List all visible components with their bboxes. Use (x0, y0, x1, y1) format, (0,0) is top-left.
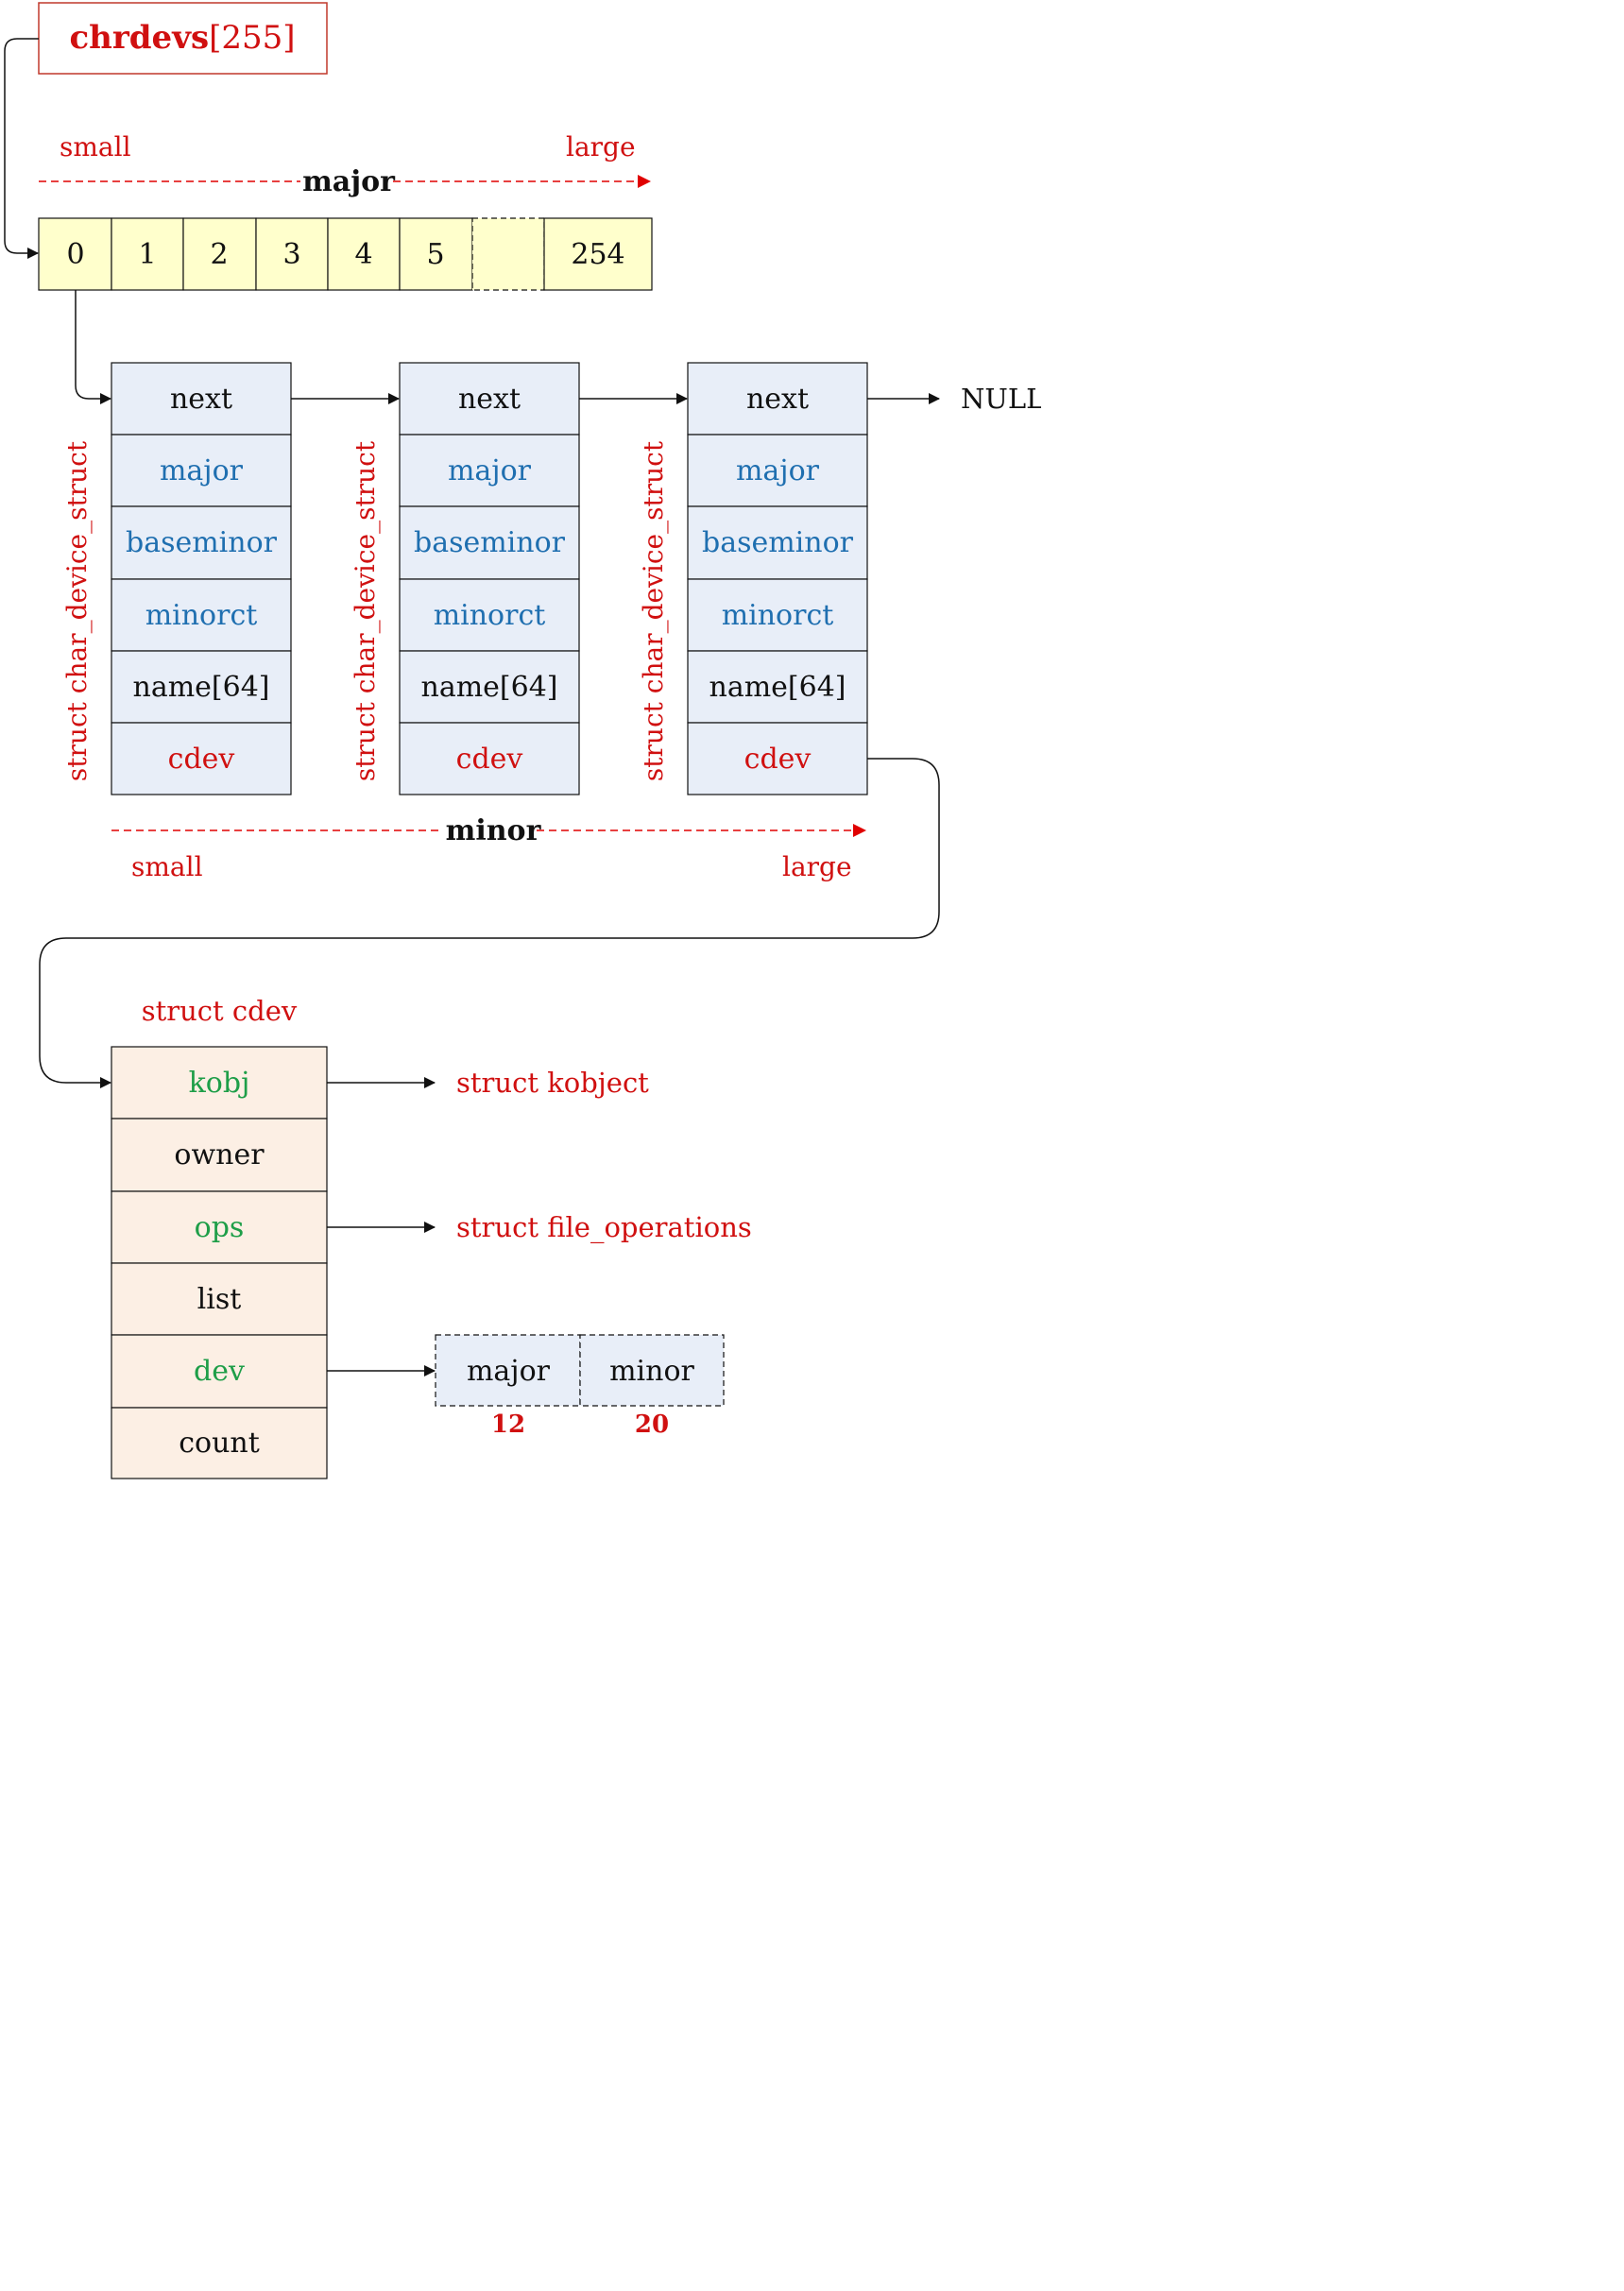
major-cell-text-0: 0 (66, 238, 84, 271)
cdev-title: struct cdev (142, 995, 298, 1027)
major-cell-2 (182, 217, 257, 291)
minor-large-label: large (782, 851, 852, 882)
s3-field-major: major (736, 454, 820, 487)
null-label: NULL (961, 383, 1041, 415)
cdev-field-owner: owner (174, 1138, 265, 1171)
major-cell-text-2: 2 (210, 238, 228, 271)
major-cell-text-1: 1 (138, 238, 156, 271)
cdev-field-dev: dev (194, 1355, 245, 1388)
major-cell-0 (38, 217, 112, 291)
struct-label-1: struct char_device_struct (61, 440, 93, 781)
dev-t-minor-bits: 20 (635, 1411, 669, 1439)
major-axis-label: major (302, 165, 396, 198)
chrdev-diagram: chrdevs[255] small large major 0 1 2 3 4… (4, 2, 1041, 1479)
cdev-field-kobj: kobj (189, 1067, 250, 1100)
char-device-struct-3: next major baseminor minorct name[64] cd… (687, 362, 868, 795)
major-cell-text-3: 3 (282, 238, 300, 271)
s2-field-name: name[64] (421, 671, 558, 704)
s2-field-major: major (448, 454, 532, 487)
s1-field-minorct: minorct (145, 599, 258, 632)
svg-text:chrdevs[255]: chrdevs[255] (69, 19, 295, 57)
s1-field-baseminor: baseminor (126, 526, 278, 559)
struct-label-2: struct char_device_struct (350, 440, 381, 781)
dev-t-box: major minor 12 20 (435, 1334, 725, 1439)
s3-field-cdev: cdev (744, 743, 812, 776)
kobject-label: struct kobject (456, 1067, 649, 1099)
minor-axis-label: minor (446, 814, 542, 847)
major-small-label: small (60, 131, 131, 162)
chrdevs-name: chrdevs (69, 19, 209, 57)
major-cell-text-4: 4 (354, 238, 372, 271)
s3-field-name: name[64] (709, 671, 846, 704)
minor-small-label: small (131, 851, 203, 882)
fops-label: struct file_operations (456, 1211, 752, 1244)
struct-label-3: struct char_device_struct (638, 440, 669, 781)
major-cell-text-5: 5 (426, 238, 444, 271)
s3-field-baseminor: baseminor (702, 526, 854, 559)
s1-field-cdev: cdev (168, 743, 235, 776)
chrdevs-box: chrdevs[255] (38, 2, 328, 75)
dev-t-major: major (467, 1355, 551, 1388)
cdev-field-list: list (197, 1283, 242, 1316)
cdev-struct: kobj owner ops list dev count (111, 1046, 328, 1479)
char-device-struct-2: next major baseminor minorct name[64] cd… (399, 362, 580, 795)
s2-field-cdev: cdev (456, 743, 523, 776)
s3-field-minorct: minorct (722, 599, 834, 632)
dev-t-minor: minor (609, 1355, 694, 1388)
dev-t-major-bits: 12 (491, 1411, 525, 1439)
major-cell-254 (543, 217, 653, 291)
chrdevs-pointer-arrow (4, 38, 39, 259)
major-cell-text-254: 254 (571, 238, 624, 271)
cdev-pointer-arrow (39, 758, 940, 1088)
cdev-field-ops: ops (195, 1211, 245, 1244)
major-large-label: large (566, 131, 636, 162)
s2-field-minorct: minorct (434, 599, 546, 632)
major-cell-3 (255, 217, 329, 291)
s1-field-name: name[64] (133, 671, 270, 704)
major-cell-4 (327, 217, 401, 291)
major-cell-5 (399, 217, 473, 291)
char-device-struct-1: next major baseminor minorct name[64] cd… (111, 362, 292, 795)
major-array: 0 1 2 3 4 5 254 (38, 217, 653, 291)
major-cell-ellipsis (471, 217, 545, 291)
s2-field-next: next (458, 383, 521, 416)
s1-field-next: next (170, 383, 232, 416)
s3-field-next: next (746, 383, 809, 416)
major0-to-struct-arrow (75, 290, 111, 404)
s1-field-major: major (160, 454, 244, 487)
chrdevs-size: [255] (209, 19, 295, 57)
s2-field-baseminor: baseminor (414, 526, 566, 559)
cdev-field-count: count (179, 1427, 260, 1460)
